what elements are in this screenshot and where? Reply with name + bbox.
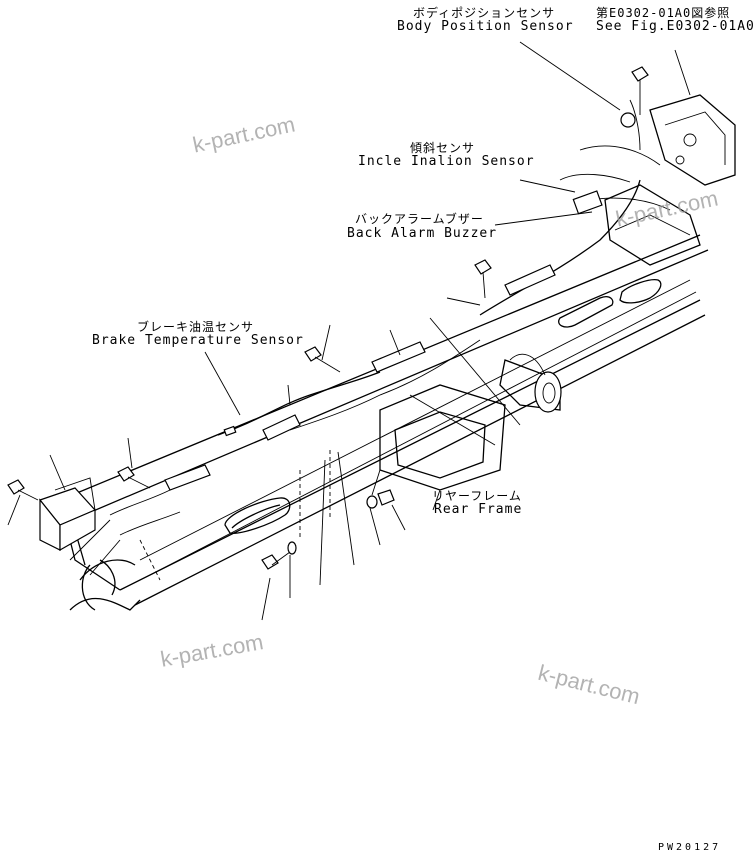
cylinder-boss (499, 353, 562, 413)
bolt (304, 346, 341, 373)
harness-clips (164, 264, 556, 491)
bolt (117, 466, 151, 489)
back-alarm-buzzer-symbol (572, 190, 603, 215)
brake-temp-sensor-symbol (223, 425, 237, 437)
bolts (7, 66, 649, 570)
incline-sensor-jp: 傾斜センサ (410, 141, 476, 155)
cross-member (371, 384, 506, 511)
fender-curve (81, 559, 116, 611)
body-position-sensor-en: Body Position Sensor (397, 19, 574, 34)
see-fig-en: See Fig.E0302-01A0 (596, 19, 755, 34)
brake-temperature-sensor-en: Brake Temperature Sensor (92, 333, 304, 348)
hidden-lines (139, 450, 331, 581)
sensors (223, 112, 636, 437)
rear-frame-jp: リヤーフレーム (432, 489, 522, 503)
nut (377, 489, 395, 506)
frame-slots (224, 279, 662, 534)
incline-sensor-en: Incle Inalion Sensor (358, 154, 535, 169)
washer (287, 541, 297, 555)
rear-frame-beam (59, 234, 709, 611)
brake-temperature-sensor-jp: ブレーキ油温センサ (137, 320, 255, 334)
bolt (7, 479, 39, 501)
left-bracket (38, 477, 97, 552)
bolt (261, 551, 291, 570)
washer (366, 495, 378, 509)
bolt (631, 66, 649, 115)
drawing-code: PW20127 (658, 842, 722, 853)
leader-lines (7, 41, 691, 621)
body-position-sensor-symbol (620, 112, 636, 128)
rear-frame-en: Rear Frame (434, 502, 523, 517)
bolt (474, 259, 492, 299)
back-alarm-buzzer-jp: バックアラームブザー (355, 212, 484, 226)
see-fig-jp: 第E0302-01A0図参照 (596, 6, 731, 20)
body-position-sensor-jp: ボディポジションセンサ (413, 6, 556, 20)
rear-bracket (604, 94, 736, 266)
back-alarm-buzzer-en: Back Alarm Buzzer (347, 226, 498, 241)
